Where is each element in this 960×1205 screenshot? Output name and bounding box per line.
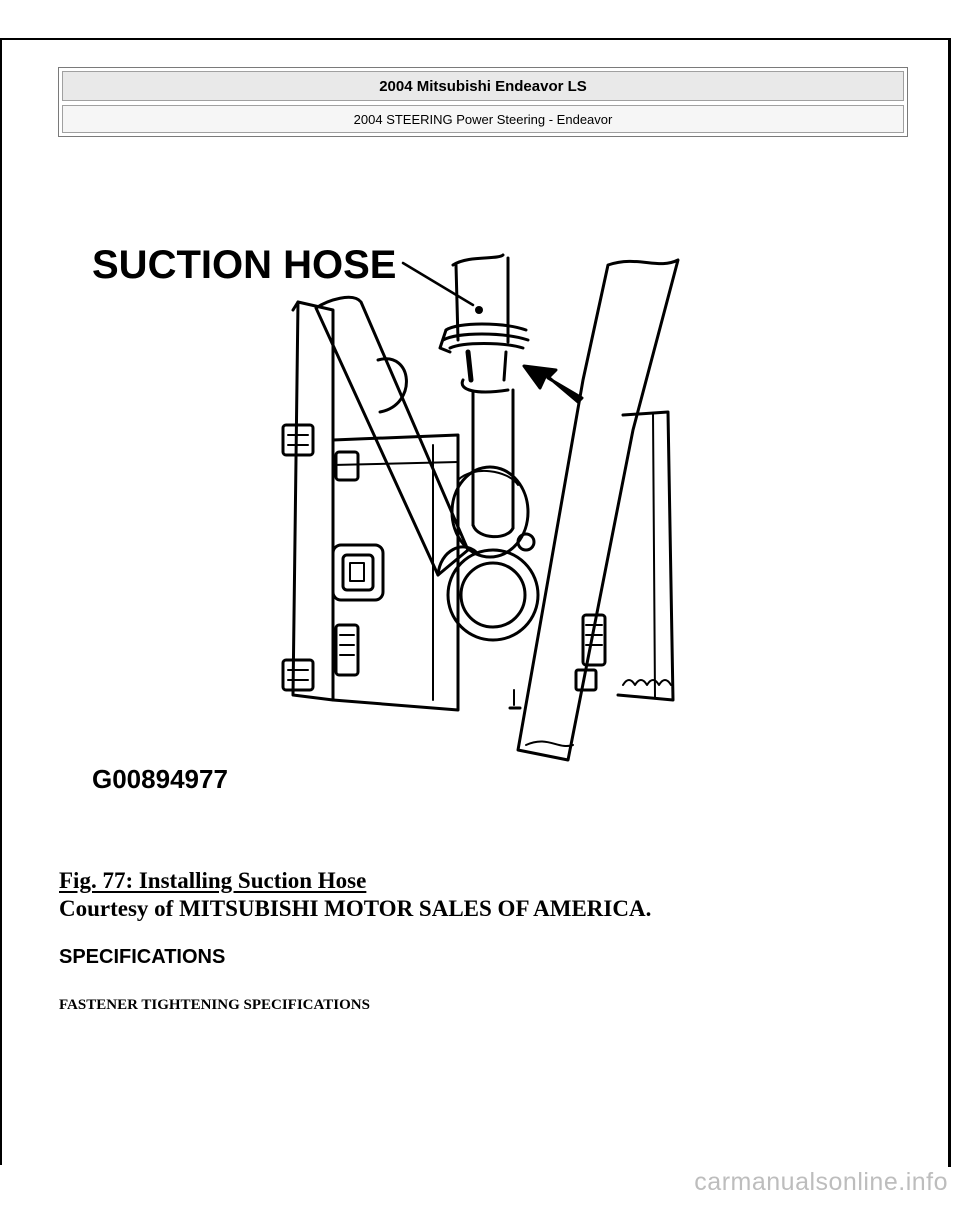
section-subtitle: 2004 STEERING Power Steering - Endeavor	[62, 105, 904, 133]
pulley	[616, 410, 675, 702]
bolt-lower-left	[281, 658, 315, 692]
vehicle-title: 2004 Mitsubishi Endeavor LS	[62, 71, 904, 101]
pump-mount-plate	[291, 300, 335, 702]
install-direction-arrow	[522, 364, 584, 404]
callout-leader-dot	[475, 306, 483, 314]
suction-hose	[441, 253, 530, 539]
bolt-right	[574, 613, 607, 692]
pressure-switch	[331, 543, 385, 602]
document-header: 2004 Mitsubishi Endeavor LS 2004 STEERIN…	[58, 67, 908, 137]
callout-leader-line	[401, 261, 475, 307]
pump-housing	[331, 433, 460, 712]
bolt-mid-left	[334, 450, 360, 677]
reservoir-bulge	[376, 357, 408, 414]
banjo-eye-fitting	[436, 545, 540, 642]
hose-clamp	[438, 328, 452, 354]
site-watermark: carmanualsonline.info	[694, 1168, 948, 1196]
page-frame	[0, 38, 951, 1167]
pressure-hose-strap	[314, 295, 470, 577]
callout-label: SUCTION HOSE	[92, 243, 396, 287]
drive-belt-hose	[516, 258, 680, 762]
pump-inlet-port	[450, 465, 536, 559]
figure-caption: Fig. 77: Installing Suction Hose	[59, 868, 367, 893]
suction-hose-illustration: SUCTION HOSE	[78, 230, 718, 810]
fastener-specs-heading: FASTENER TIGHTENING SPECIFICATIONS	[59, 997, 370, 1013]
image-code: G00894977	[92, 764, 228, 794]
figure-courtesy: Courtesy of MITSUBISHI MOTOR SALES OF AM…	[59, 896, 652, 921]
page-left-border	[0, 38, 2, 1165]
specifications-heading: SPECIFICATIONS	[59, 946, 226, 968]
bolt-upper-left	[281, 423, 315, 457]
